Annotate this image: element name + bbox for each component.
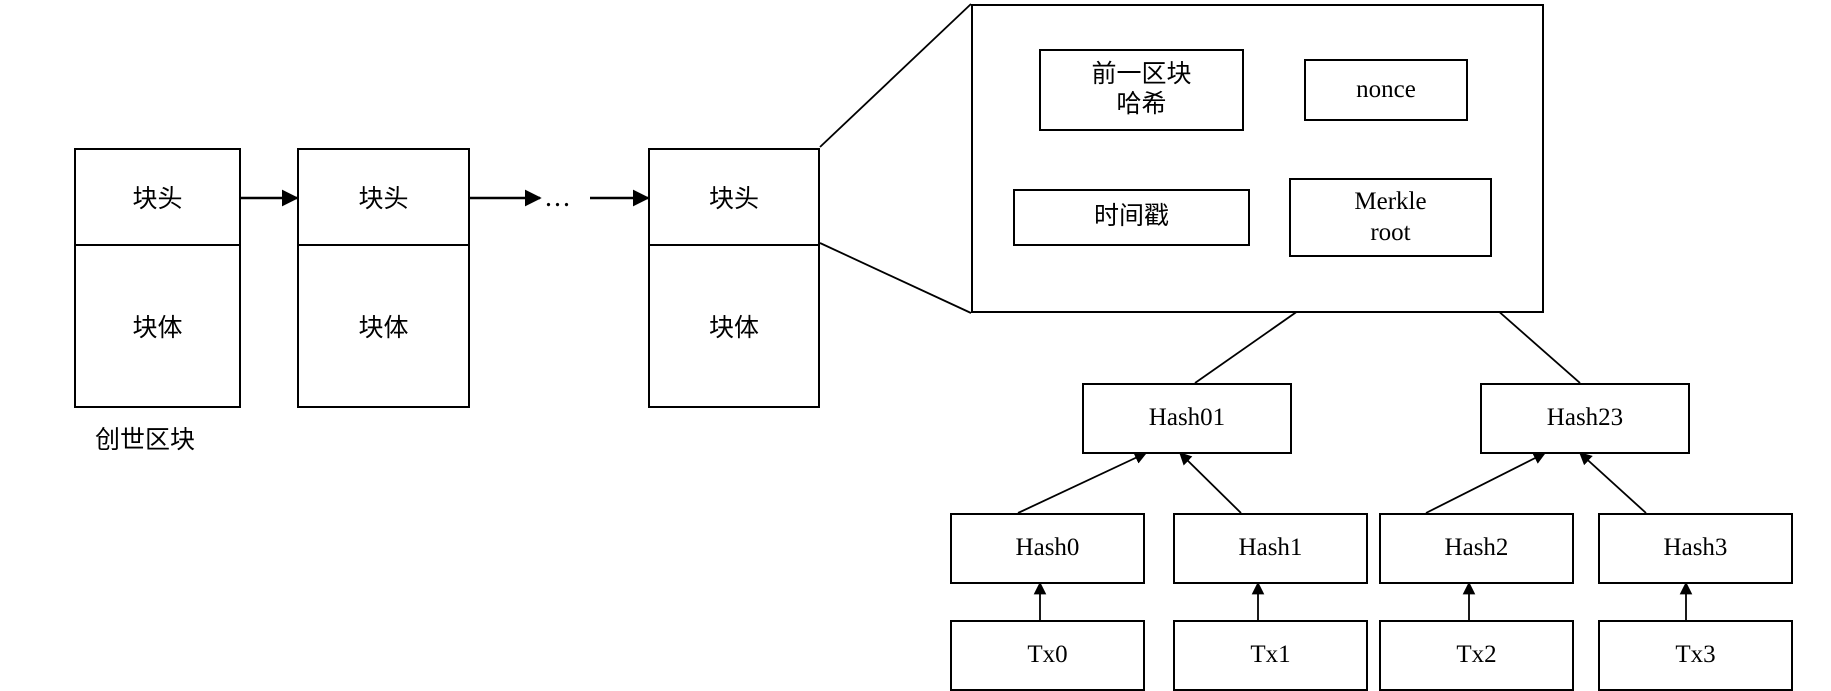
callout-line-top	[819, 3, 972, 148]
block-header-cell: 块头	[76, 150, 239, 246]
merkle-node-hash3[interactable]: Hash3	[1598, 513, 1793, 584]
transaction-tx3[interactable]: Tx3	[1598, 620, 1793, 691]
chain-ellipsis: ...	[545, 182, 572, 213]
transaction-tx2[interactable]: Tx2	[1379, 620, 1574, 691]
block-body-cell: 块体	[132, 315, 183, 342]
chain-block-genesis[interactable]: 块头 块体	[74, 148, 241, 408]
merkle-node-hash2[interactable]: Hash2	[1379, 513, 1574, 584]
edge-hash3-to-hash23	[1579, 452, 1647, 514]
merkle-node-hash0[interactable]: Hash0	[950, 513, 1145, 584]
transaction-tx1[interactable]: Tx1	[1173, 620, 1368, 691]
callout-line-bottom	[819, 242, 972, 314]
merkle-node-hash01[interactable]: Hash01	[1082, 383, 1292, 454]
edge-hash1-to-hash01	[1179, 452, 1242, 514]
genesis-block-caption: 创世区块	[95, 427, 196, 454]
field-nonce[interactable]: nonce	[1304, 59, 1468, 121]
block-body-cell: 块体	[708, 315, 759, 342]
field-timestamp[interactable]: 时间戳	[1013, 189, 1250, 246]
block-body-cell: 块体	[358, 315, 409, 342]
edge-hash2-to-hash23	[1425, 452, 1547, 514]
edge-hash0-to-hash01	[1017, 452, 1148, 514]
merkle-node-hash1[interactable]: Hash1	[1173, 513, 1368, 584]
transaction-tx0[interactable]: Tx0	[950, 620, 1145, 691]
field-merkle-root[interactable]: Merkle root	[1289, 178, 1492, 257]
merkle-node-hash23[interactable]: Hash23	[1480, 383, 1690, 454]
block-header-detail-panel: 前一区块 哈希 nonce 时间戳 Merkle root	[971, 4, 1544, 313]
chain-block-2[interactable]: 块头 块体	[297, 148, 470, 408]
block-header-cell: 块头	[299, 150, 468, 246]
field-prev-block-hash[interactable]: 前一区块 哈希	[1039, 49, 1244, 131]
chain-block-3[interactable]: 块头 块体	[648, 148, 820, 408]
block-header-cell: 块头	[650, 150, 818, 246]
